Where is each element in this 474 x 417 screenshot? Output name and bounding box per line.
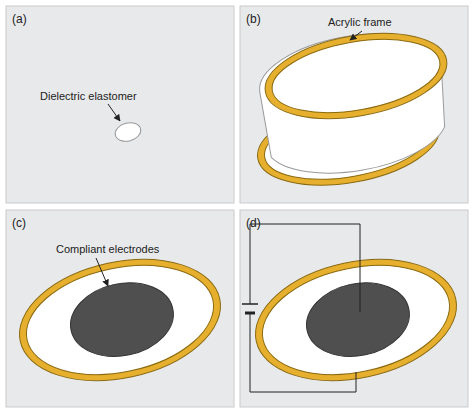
elastomer-disc <box>113 120 143 144</box>
leader-arrow <box>96 258 108 286</box>
panel <box>6 6 234 203</box>
leader-arrow <box>108 104 120 121</box>
panel-letter: (c) <box>12 216 26 230</box>
panel <box>6 210 234 407</box>
battery-symbol <box>242 304 258 313</box>
part-label: Compliant electrodes <box>56 242 159 256</box>
frame-with-electrode <box>8 242 232 398</box>
panel-letter: (a) <box>12 12 27 26</box>
panel <box>240 210 468 407</box>
panel-letter: (b) <box>246 12 261 26</box>
membrane <box>253 21 458 185</box>
leader-arrow <box>350 31 362 40</box>
frame-with-electrode <box>244 242 468 398</box>
part-label: Dielectric elastomer <box>40 89 137 103</box>
top-frame <box>258 21 453 132</box>
panel <box>240 6 468 203</box>
wire <box>250 224 360 392</box>
part-label: Acrylic frame <box>328 15 392 29</box>
panel-letter: (d) <box>246 216 261 230</box>
